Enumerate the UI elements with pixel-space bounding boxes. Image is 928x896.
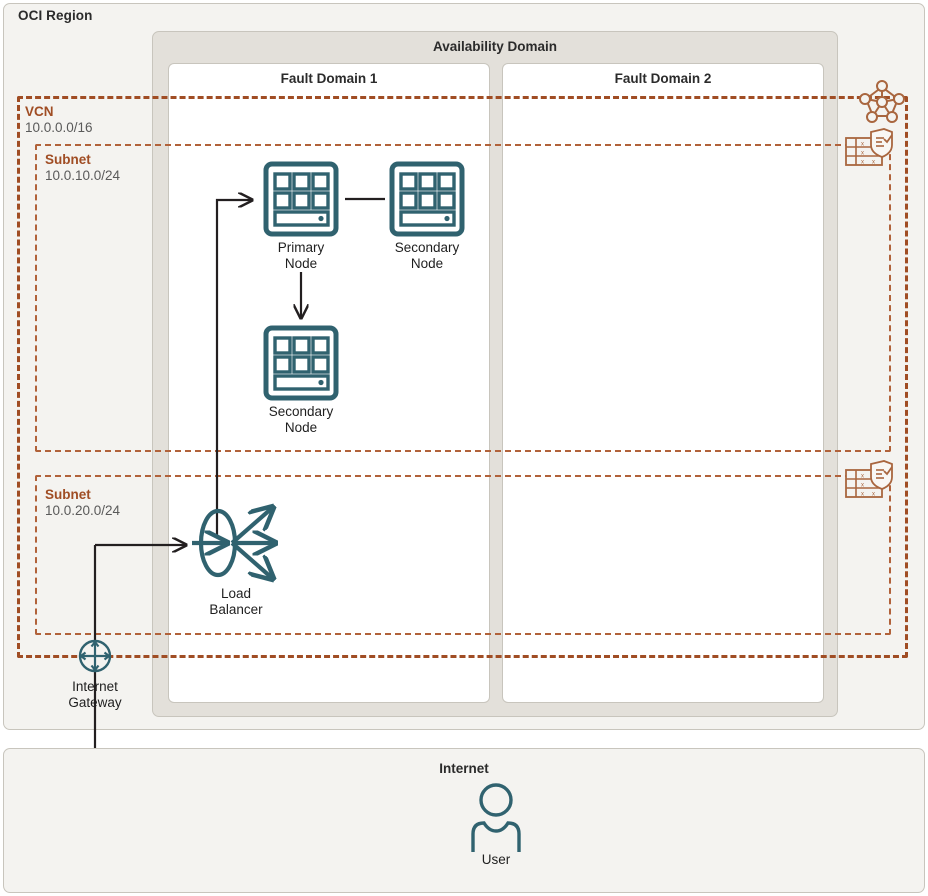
svg-text:x: x: [861, 474, 864, 480]
svg-text:x: x: [861, 483, 864, 489]
internet-title: Internet: [439, 761, 489, 776]
subnet-1-label: Subnet 10.0.10.0/24: [45, 152, 120, 183]
load-balancer-icon: Load Balancer: [192, 498, 280, 617]
subnet-1-cidr: 10.0.10.0/24: [45, 167, 121, 183]
svg-text:x: x: [861, 151, 864, 157]
fault-domain-1-title: Fault Domain 1: [280, 71, 378, 86]
internet-gateway-label: Internet Gateway: [34, 679, 156, 711]
internet-panel: [3, 748, 925, 893]
primary-node-label-line1: Primary: [277, 240, 325, 255]
subnet-2-cidr: 10.0.20.0/24: [45, 502, 121, 518]
load-balancer-label-line2: Balancer: [209, 601, 263, 617]
internet-gateway-label-line2: Gateway: [68, 694, 122, 710]
primary-node-label: Primary Node: [240, 240, 362, 272]
svg-text:x: x: [872, 492, 875, 498]
subnet-1-name: Subnet: [45, 152, 91, 167]
svg-text:x: x: [872, 160, 875, 166]
load-balancer-label: Load Balancer: [170, 586, 302, 618]
fault-domain-2-title: Fault Domain 2: [614, 71, 712, 86]
security-list-icon-subnet-1: x x x x: [844, 128, 894, 170]
vcn-cidr: 10.0.0.0/16: [25, 119, 93, 135]
primary-node-label-line2: Node: [284, 255, 318, 271]
secondary-node-1-label-line1: Secondary: [394, 240, 460, 255]
secondary-node-2-icon: Secondary Node: [262, 324, 340, 435]
availability-domain-title: Availability Domain: [432, 39, 558, 54]
secondary-node-1-icon: Secondary Node: [388, 160, 466, 271]
secondary-node-1-label-line2: Node: [410, 255, 444, 271]
oci-region-title: OCI Region: [18, 8, 93, 23]
subnet-1-boundary: [35, 144, 891, 452]
secondary-node-2-label-line1: Secondary: [268, 404, 334, 419]
user-icon: User: [466, 782, 526, 867]
svg-text:x: x: [861, 160, 864, 166]
svg-text:x: x: [861, 142, 864, 148]
internet-gateway-label-line1: Internet: [72, 679, 118, 694]
internet-gateway-icon: Internet Gateway: [68, 637, 122, 710]
secondary-node-1-label: Secondary Node: [366, 240, 488, 272]
user-label: User: [481, 852, 511, 867]
secondary-node-2-label-line2: Node: [284, 419, 318, 435]
vcn-label: VCN 10.0.0.0/16: [25, 104, 93, 135]
vcn-name: VCN: [25, 104, 54, 119]
secondary-node-2-label: Secondary Node: [240, 404, 362, 436]
svg-text:x: x: [861, 492, 864, 498]
vcn-boundary: [17, 96, 908, 658]
vcn-mesh-icon: [858, 78, 906, 124]
subnet-2-name: Subnet: [45, 487, 91, 502]
subnet-2-label: Subnet 10.0.20.0/24: [45, 487, 120, 518]
load-balancer-label-line1: Load: [220, 586, 252, 601]
subnet-2-boundary: [35, 475, 891, 635]
primary-node-icon: Primary Node: [262, 160, 340, 271]
fault-domain-2-panel: [502, 63, 824, 703]
security-list-icon-subnet-2: x x x x: [844, 460, 894, 502]
